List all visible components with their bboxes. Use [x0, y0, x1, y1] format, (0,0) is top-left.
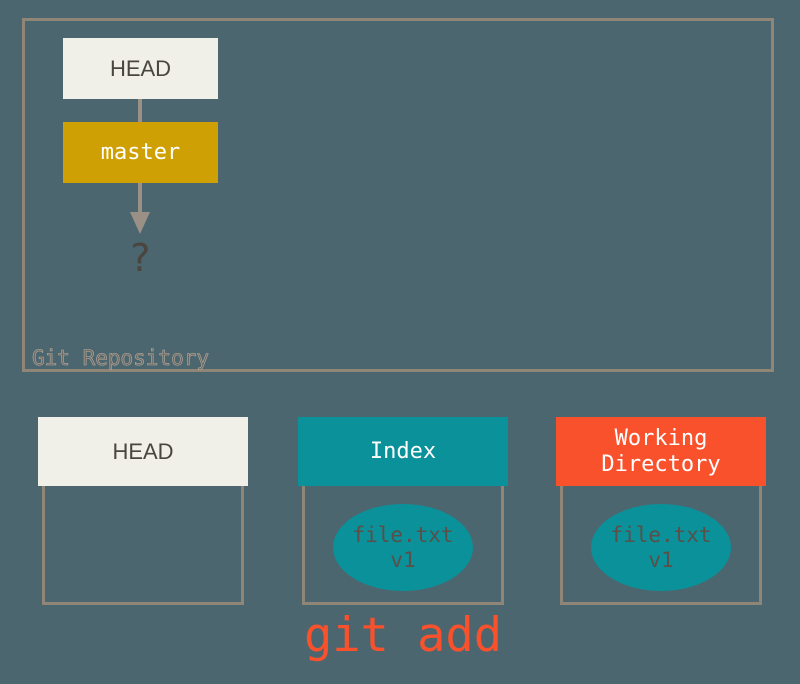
index-file-name: file.txt — [352, 523, 454, 548]
connector-master-to-pointer — [138, 183, 142, 215]
column-index-title: Index — [369, 438, 437, 464]
repo-node-master-label: master — [100, 140, 181, 165]
repo-node-master: master — [63, 122, 218, 183]
column-working-directory-title-line2: Directory — [601, 451, 721, 477]
column-working-directory-header: Working Directory — [556, 417, 766, 486]
column-head: HEAD — [38, 417, 248, 605]
arrowhead-icon — [130, 212, 150, 234]
column-working-directory-title: Working Directory — [601, 426, 720, 478]
git-repository-box — [22, 18, 774, 372]
column-head-title: HEAD — [112, 438, 174, 464]
connector-head-to-master — [138, 99, 142, 122]
column-head-tray — [42, 486, 244, 605]
column-working-directory: Working Directory file.txt v1 — [556, 417, 766, 605]
git-add-caption: git add — [303, 608, 503, 663]
column-index: Index file.txt v1 — [298, 417, 508, 605]
column-index-header: Index — [298, 417, 508, 486]
column-working-directory-tray — [560, 486, 762, 605]
column-index-tray — [302, 486, 504, 605]
index-file-version: v1 — [390, 547, 416, 572]
working-directory-file-version: v1 — [648, 547, 674, 572]
working-directory-file-blob: file.txt v1 — [591, 504, 731, 591]
repo-node-head-label: HEAD — [109, 55, 172, 81]
index-file-blob: file.txt v1 — [333, 504, 473, 591]
working-directory-file-name: file.txt — [610, 523, 712, 548]
column-working-directory-title-line1: Working — [614, 425, 708, 451]
column-head-header: HEAD — [38, 417, 248, 486]
unknown-commit-question-mark: ? — [128, 236, 152, 280]
git-repository-label: Git Repository — [32, 346, 210, 370]
repo-node-head: HEAD — [63, 38, 218, 99]
